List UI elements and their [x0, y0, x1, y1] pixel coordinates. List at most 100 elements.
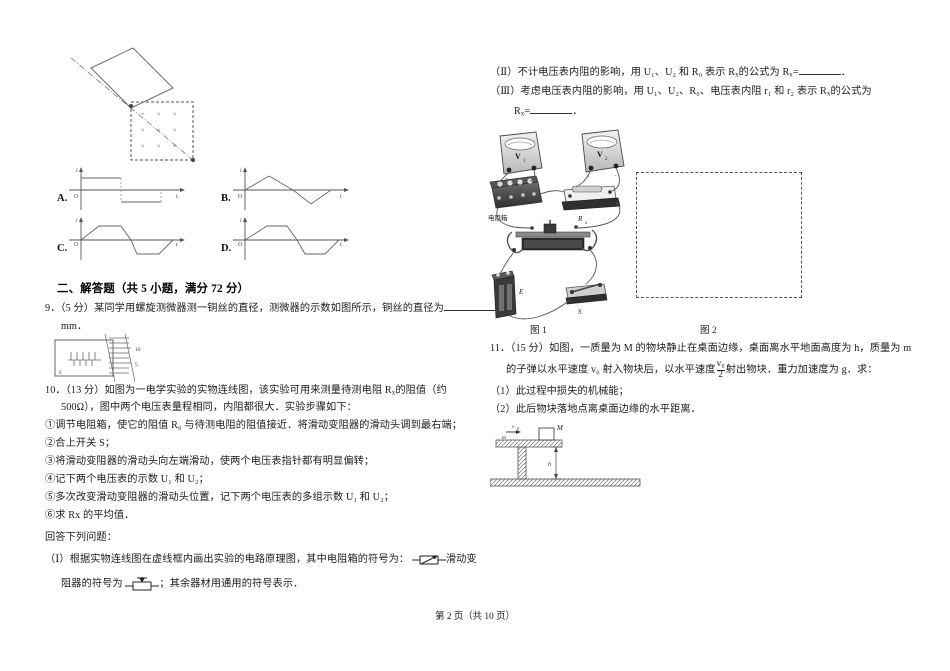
q10-sub-3-line2: Rx=．: [514, 105, 583, 120]
figure-table-block: M v 0 m h: [490, 418, 690, 498]
q10-sub-1-line1: （Ⅰ）根据实物连线图在虚线框内画出实验的电路原理图，其中电阻箱的符号为： 滑动变: [45, 553, 477, 568]
q10-sub2-eq: =: [792, 67, 799, 78]
q10-step-3: ③将滑动变阻器的滑动头向左端滑动，使两个电压表指针都有明显偏转；: [45, 456, 375, 467]
svg-text:O: O: [74, 194, 79, 200]
figure-2-caption: 图 2: [700, 325, 717, 336]
q10-score: （13 分）: [65, 385, 105, 396]
q9-score: （5 分）: [60, 303, 95, 314]
choice-b-label: B.: [221, 193, 231, 204]
svg-text:−: −: [614, 174, 617, 179]
q10-step-2: ②合上开关 S；: [45, 438, 116, 449]
choice-d-label: D.: [221, 243, 232, 254]
svg-text:R: R: [577, 215, 583, 223]
voltmeter-1: V 1 + −: [499, 131, 543, 182]
fraction-numerator: v₀: [716, 359, 725, 369]
q10-sub3-end: ．: [572, 106, 583, 117]
q10-sub3-eq: =: [524, 106, 531, 117]
q10-line1-text: 如图为一电学实验的实物连线图，该实验可用来测量待测电阻 R: [104, 385, 392, 396]
q10-number: 10．: [45, 385, 66, 396]
q10-sub2-pre: （Ⅱ）不计电压表内阻的影响，用 U₁、U₂ 和 R₀ 表示 R: [490, 67, 736, 78]
svg-text:1: 1: [523, 159, 526, 164]
q10-sub1-pre2: 阻器的符号为: [61, 578, 123, 590]
q10-line1-tail: 的阻值（约: [395, 385, 447, 396]
page-footer: 第 2 页（共 10 页）: [435, 612, 515, 622]
q10-sub2-sub2: x: [789, 71, 793, 79]
q11-number: 11．: [490, 343, 511, 354]
right-column: （Ⅱ）不计电压表内阻的影响，用 U₁、U₂ 和 R₀ 表示 Rx的公式为 Rx=…: [488, 0, 920, 671]
svg-text:+: +: [587, 175, 590, 180]
svg-text:×: ×: [173, 144, 176, 150]
q10-sub-1-line2: 阻器的符号为 ；其余器材用通用的符号表示．: [61, 577, 303, 592]
question-11-line1: 11．（15 分）如图，一质量为 M 的物块静止在桌面边缘，桌面离水平地面高度为…: [490, 342, 911, 357]
svg-text:0: 0: [59, 371, 62, 376]
svg-text:i: i: [76, 168, 78, 174]
svg-text:t: t: [340, 194, 342, 200]
resistance-box-device: [489, 175, 543, 209]
section-heading: 二、解答题（共 5 小题，满分 72 分）: [57, 283, 250, 295]
q10-answer-prompt: 回答下列问题：: [45, 532, 118, 543]
svg-text:10: 10: [135, 347, 141, 353]
svg-text:×: ×: [157, 112, 160, 118]
resistance-box-symbol-icon: [411, 554, 446, 566]
q10-sub3-sub: x: [826, 90, 831, 98]
rheostat-symbol-icon: [125, 577, 160, 591]
svg-text:S: S: [578, 308, 582, 316]
choice-d-graph: O i t: [227, 216, 357, 262]
q11-line2-pre: 的子弹以水平速度 v₀ 射入物块后，以水平速度: [506, 364, 716, 376]
q10-step-1: ①调节电阻箱，使它的阻值 R₀ 与待测电阻的阻值接近．将滑动变阻器的滑动头调到最…: [45, 420, 463, 431]
svg-text:0: 0: [517, 426, 519, 431]
svg-text:×: ×: [141, 128, 144, 134]
q10-sub3-answer-blank[interactable]: [530, 113, 573, 114]
svg-text:×: ×: [157, 144, 160, 150]
svg-text:O: O: [238, 242, 243, 248]
svg-text:E: E: [518, 288, 524, 296]
q10-step-6: ⑥求 Rx 的平均值．: [45, 510, 135, 521]
figure-1-caption: 图 1: [530, 325, 547, 336]
left-column: ××× ××× ××× O: [45, 0, 496, 671]
fraction-denominator: 2: [716, 369, 725, 380]
question-11-line2: 的子弹以水平速度 v₀ 射入物块后，以水平速度 v₀ 2 射出物块．重力加速度为…: [506, 359, 878, 380]
question-10-line2: 500Ω），图中两个电压表量程相同，内阻都很大．实验步骤如下：: [61, 402, 357, 413]
q10-sub2-answer-blank[interactable]: [798, 74, 841, 75]
svg-text:h: h: [548, 462, 551, 468]
svg-text:×: ×: [173, 128, 176, 134]
svg-text:M: M: [556, 424, 564, 432]
q10-sub2-mid: 的公式为 R: [738, 67, 790, 78]
svg-text:m: m: [502, 435, 506, 441]
unknown-resistor-device: [561, 185, 621, 211]
question-10-line1: 10．（13 分）如图为一电学实验的实物连线图，该实验可用来测量待测电阻 Rx的…: [45, 384, 447, 399]
switch-device: [565, 283, 608, 305]
q10-sub-3-line1: （Ⅲ）考虑电压表内阻的影响，用 U₁、U₂、R₀、电压表内阻 r₁ 和 r₂ 表…: [490, 85, 872, 100]
svg-text:×: ×: [141, 144, 144, 150]
q11-sub-1: （1）此过程中损失的机械能；: [490, 386, 629, 397]
q10-step-4: ④记下两个电压表的示数 U₁ 和 U₂；: [45, 474, 209, 485]
q10-sub2-sub: x: [735, 71, 739, 79]
q10-sub3-tail: 的公式为: [830, 86, 872, 97]
q11-velocity-fraction: v₀ 2: [716, 359, 725, 380]
svg-text:V: V: [597, 150, 603, 159]
svg-text:i: i: [76, 218, 78, 224]
q10-step-5: ⑤多次改变滑动变阻器的滑动头位置，记下两个电压表的多组示数 U₁ 和 U₂；: [45, 492, 395, 503]
svg-text:2: 2: [605, 157, 608, 162]
q10-sub3-pre: （Ⅲ）考虑电压表内阻的影响，用 U₁、U₂、R₀、电压表内阻 r₁ 和 r₂ 表…: [490, 86, 827, 97]
q11-sub-2: （2）此后物块落地点离桌面边缘的水平距离．: [490, 404, 701, 415]
q11-line2-tail: 射出物块．重力加速度为 g．求：: [725, 364, 878, 376]
svg-text:5: 5: [135, 362, 138, 368]
choice-c-label: C.: [57, 243, 68, 254]
voltmeter-2: V 2 + −: [581, 129, 625, 180]
choice-c-graph: O i t: [63, 216, 193, 262]
q9-answer-blank[interactable]: [443, 310, 496, 311]
figure-2-answer-box[interactable]: [636, 172, 802, 298]
svg-text:×: ×: [173, 112, 176, 118]
svg-text:O: O: [238, 194, 243, 200]
figure-1-apparatus: V 1 + − V 2 + −: [486, 128, 686, 323]
figure-rotating-loop: ××× ××× ×××: [53, 40, 253, 170]
choice-a-graph: O i t: [63, 166, 193, 212]
q9-text: 某同学用螺旋测微器测一铜丝的直径，测微器的示数如图所示，铜丝的直径为: [94, 303, 444, 314]
svg-text:V: V: [515, 152, 521, 161]
svg-text:i: i: [240, 218, 242, 224]
svg-text:x: x: [584, 221, 588, 226]
svg-text:t: t: [340, 242, 342, 248]
question-9-line1: 9．（5 分）某同学用螺旋测微器测一铜丝的直径，测微器的示数如图所示，铜丝的直径…: [45, 302, 496, 317]
